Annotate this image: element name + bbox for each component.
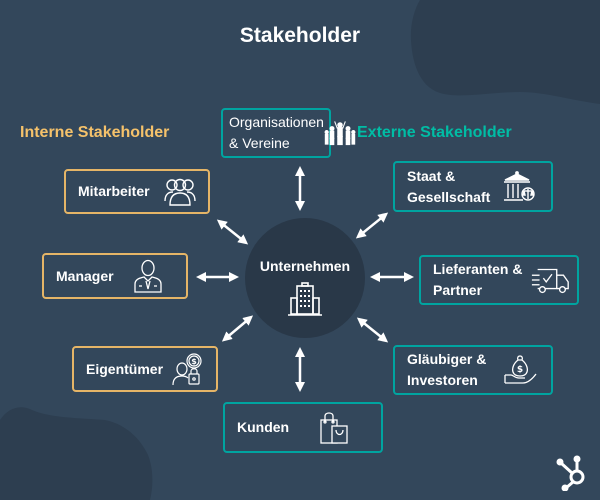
stakeholder-box-mitarbeiter: Mitarbeiter (64, 169, 210, 214)
office-building-icon (288, 282, 322, 316)
stakeholder-label: Gläubiger & Investoren (407, 351, 487, 388)
svg-text:$: $ (191, 357, 197, 366)
stakeholder-label: Manager (56, 267, 114, 284)
svg-text:$: $ (517, 365, 523, 375)
stakeholder-label: Lieferanten & Partner (433, 261, 523, 298)
people-group-icon (160, 174, 200, 210)
center-label: Unternehmen (259, 258, 351, 274)
stakeholder-label: Mitarbeiter (78, 183, 150, 199)
stakeholder-box-lieferanten: Lieferanten & Partner (419, 255, 579, 305)
stakeholder-box-glaeubiger: Gläubiger & Investoren $ (393, 345, 553, 395)
government-building-justice-icon (499, 169, 539, 205)
blob-top-right (410, 0, 600, 104)
stakeholder-box-staat: Staat & Gesellschaft (393, 161, 553, 212)
external-stakeholders-heading: Externe Stakeholder (357, 124, 512, 141)
delivery-truck-icon (529, 262, 573, 298)
crowd-cheering-icon (324, 115, 356, 151)
blob-bottom-left (0, 407, 153, 500)
page-title: Stakeholder (239, 24, 361, 47)
stakeholder-label: Eigentümer (86, 360, 164, 377)
stakeholder-label: Staat & Gesellschaft (407, 167, 491, 205)
stakeholder-box-manager: Manager (42, 253, 188, 299)
businessman-icon (128, 258, 168, 294)
stakeholder-box-organisationen: Organisationen & Vereine (221, 108, 356, 158)
stakeholder-box-eigentuemer: Eigentümer $ (72, 346, 218, 392)
shopping-bags-icon (315, 410, 355, 446)
hubspot-sprocket-icon (556, 455, 585, 491)
money-bag-hand-icon: $ (501, 352, 541, 388)
stakeholder-label: Organisationen & Vereine (229, 114, 324, 151)
center-company-node: Unternehmen (245, 218, 365, 338)
internal-stakeholders-heading: Interne Stakeholder (20, 124, 170, 141)
owner-money-lock-icon: $ (168, 351, 208, 387)
stakeholder-label: Kunden (237, 419, 290, 435)
stakeholder-box-kunden: Kunden (223, 402, 383, 453)
